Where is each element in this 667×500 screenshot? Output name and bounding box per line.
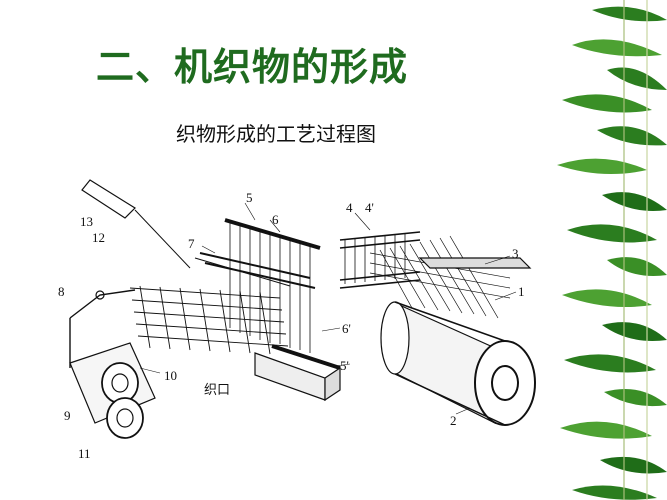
label-9: 9 — [64, 408, 71, 423]
slide-title: 二、机织物的形成 — [96, 45, 409, 89]
cloth-roller — [69, 342, 156, 439]
label-5: 5 — [246, 190, 253, 205]
bobbin — [81, 179, 191, 269]
label-8: 8 — [58, 284, 65, 299]
diagram-labels: 1 2 3 4 4' 5 5' 6 6' 7 8 9 10 11 12 13 织… — [58, 190, 525, 461]
label-10: 10 — [164, 368, 177, 383]
label-cloth-fell: 织口 — [204, 382, 230, 397]
label-4-prime: 4' — [365, 200, 374, 215]
label-1: 1 — [518, 284, 525, 299]
warp-sheet — [369, 235, 511, 319]
back-rest — [418, 257, 532, 269]
breast-beam — [69, 289, 136, 368]
warp-beam — [380, 301, 536, 426]
weft-yarn — [194, 257, 291, 287]
label-11: 11 — [78, 446, 91, 461]
leader-lines — [139, 202, 517, 415]
label-7: 7 — [188, 236, 195, 251]
label-6-prime: 6' — [342, 321, 351, 336]
reed — [199, 218, 341, 370]
label-2: 2 — [450, 413, 457, 428]
loom-diagram: 1 2 3 4 4' 5 5' 6 6' 7 8 9 10 11 12 13 织… — [58, 179, 536, 461]
label-3: 3 — [512, 246, 519, 261]
bamboo-leaves-decoration — [557, 0, 667, 500]
woven-cloth — [129, 285, 289, 355]
figure-caption: 织物形成的工艺过程图 — [176, 122, 376, 146]
label-5-prime: 5' — [340, 358, 349, 373]
label-12: 12 — [92, 230, 105, 245]
label-13: 13 — [80, 214, 93, 229]
label-4: 4 — [346, 200, 353, 215]
label-6: 6 — [272, 212, 279, 227]
heddle-frames — [339, 231, 421, 289]
